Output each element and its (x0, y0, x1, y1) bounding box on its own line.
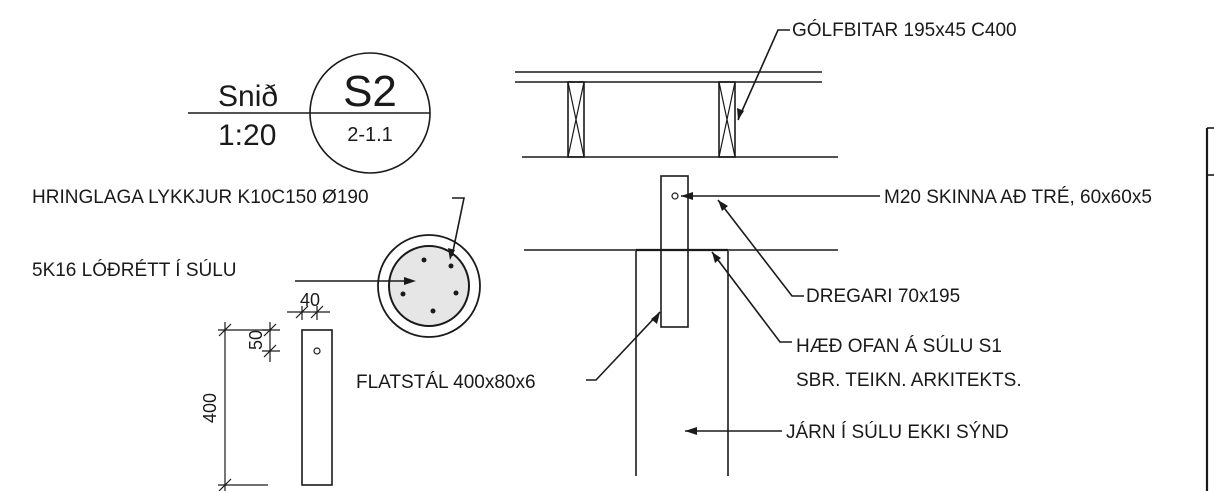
leader-floor-joists (737, 29, 790, 121)
leader-flat-steel (586, 311, 661, 381)
flat-steel-plate (660, 175, 689, 328)
section-scale: 1:20 (218, 119, 276, 152)
label-height-1: HÆÐ OFAN Á SÚLU S1 (796, 335, 1002, 357)
rebar-dot (430, 308, 436, 314)
dim-400: 400 (200, 393, 220, 423)
section-ref: 2-1.1 (347, 124, 393, 146)
section-id: S2 (343, 67, 397, 116)
dim-40: 40 (300, 290, 320, 310)
label-dregari: DREGARI 70x195 (806, 286, 960, 307)
leader-height (711, 251, 792, 343)
rebar-dot (421, 257, 427, 263)
joist-section-1 (567, 81, 585, 158)
leader-ring-stirrups (451, 197, 465, 257)
plate-hole (313, 347, 321, 355)
joist-section-2 (718, 81, 736, 158)
label-vertical-rebar: 5K16 LÓÐRÉTT Í SÚLU (32, 259, 237, 281)
title-block-edge (1205, 127, 1214, 491)
label-ring-stirrups: HRINGLAGA LYKKJUR K10C150 Ø190 (32, 187, 369, 208)
dim-50: 50 (246, 330, 266, 350)
plate-detail: 40 50 400 (200, 290, 333, 491)
label-height-2: SBR. TEIKN. ARKITEKTS. (796, 370, 1022, 391)
label-floor-joists: GÓLFBITAR 195x45 C400 (792, 19, 1017, 41)
floor-assembly: GÓLFBITAR 195x45 C400 (515, 19, 1017, 158)
label-rebar-not-shown: JÁRN Í SÚLU EKKI SÝND (786, 421, 1009, 443)
stirrup-circle (388, 245, 470, 327)
rebar-dot (453, 290, 459, 296)
section-title: Snið (218, 80, 278, 113)
label-flat-steel: FLATSTÁL 400x80x6 (356, 372, 536, 393)
section-marker-circle (309, 52, 431, 174)
column-cross-section: 5K16 LÓÐRÉTT Í SÚLU HRINGLAGA LYKKJUR K1… (32, 187, 481, 338)
plate-elevation (301, 329, 333, 486)
section-title-block: Snið 1:20 S2 2-1.1 (188, 52, 431, 174)
rebar-dot (400, 291, 406, 297)
rebar-dot (448, 263, 454, 269)
label-m20-bracket: M20 SKINNA AÐ TRÉ, 60x60x5 (884, 187, 1152, 208)
bolt-hole (671, 192, 679, 200)
leader-dregari (717, 199, 804, 297)
beam-column-connection: M20 SKINNA AÐ TRÉ, 60x60x5 DREGARI 70x19… (356, 175, 1152, 476)
